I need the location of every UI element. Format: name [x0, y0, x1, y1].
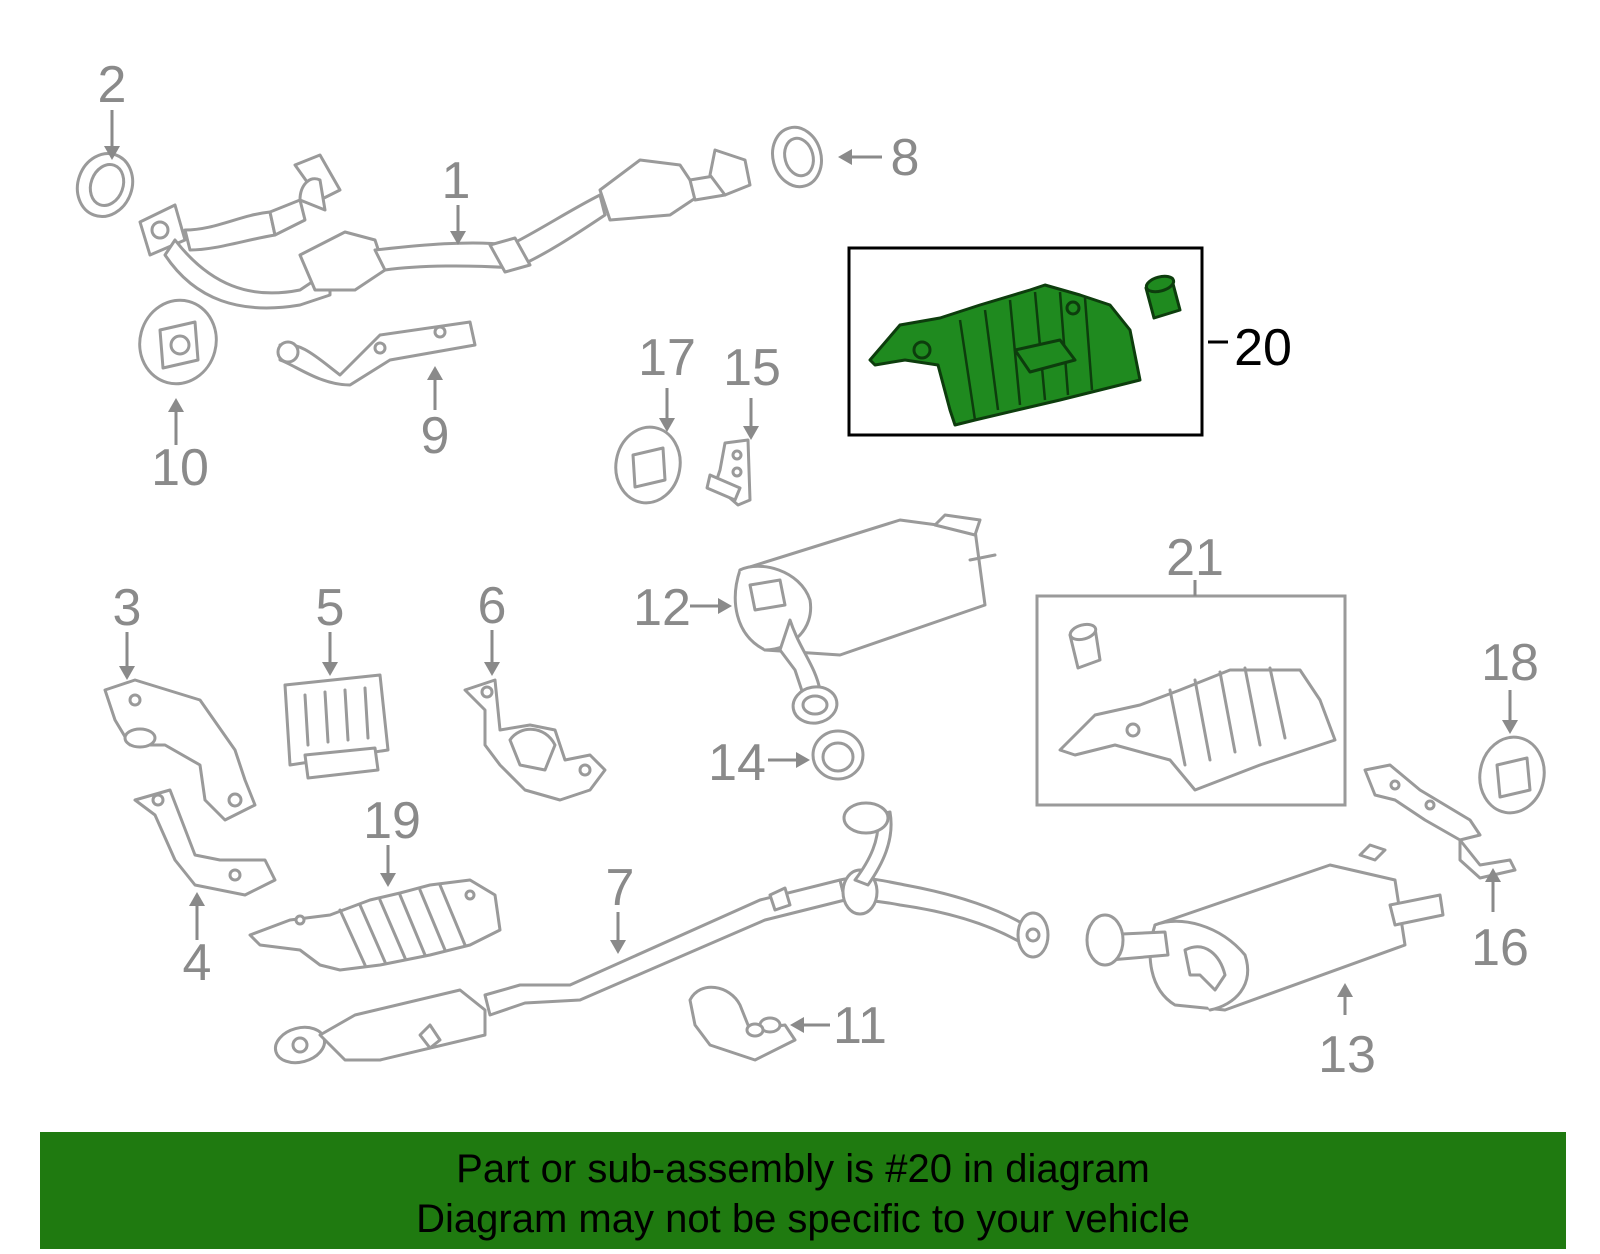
part-6-bracket[interactable] — [463, 678, 607, 802]
part-3-bracket[interactable] — [103, 678, 257, 822]
callout-6: 6 — [478, 577, 507, 635]
leader-lines — [104, 110, 1518, 1033]
callout-numbers: 2 1 8 10 9 17 15 20 12 14 21 18 16 13 3 … — [98, 56, 1539, 1084]
part-16-bracket[interactable] — [1363, 763, 1517, 880]
callout-13: 13 — [1318, 1026, 1376, 1084]
callout-18: 18 — [1481, 634, 1539, 692]
callout-16: 16 — [1471, 919, 1529, 977]
callout-12: 12 — [633, 579, 691, 637]
callout-9: 9 — [421, 407, 450, 465]
part-5-plate[interactable] — [283, 673, 390, 780]
callout-20: 20 — [1234, 319, 1292, 377]
part-20-heat-insulator[interactable] — [847, 246, 1228, 437]
banner-line-part-number: Part or sub-assembly is #20 in diagram — [456, 1147, 1150, 1191]
callout-7: 7 — [606, 859, 635, 917]
callout-1: 1 — [442, 152, 471, 210]
part-10-hanger[interactable] — [130, 292, 225, 393]
callout-11: 11 — [833, 997, 887, 1055]
banner-line-disclaimer: Diagram may not be specific to your vehi… — [416, 1197, 1190, 1241]
part-13-rear-muffler[interactable] — [1085, 843, 1445, 1012]
info-banner: Part or sub-assembly is #20 in diagram D… — [40, 1132, 1566, 1249]
part-11-mount[interactable] — [688, 985, 797, 1062]
part-21-heat-insulator[interactable] — [1035, 594, 1347, 807]
callout-17: 17 — [638, 329, 696, 387]
part-17-hanger[interactable] — [610, 422, 686, 508]
part-19-heat-insulator[interactable] — [248, 878, 502, 972]
callout-5: 5 — [316, 579, 345, 637]
part-7-intermediate-pipe[interactable] — [271, 801, 1050, 1068]
callout-2: 2 — [98, 56, 127, 114]
callout-3: 3 — [113, 579, 142, 637]
part-9-bracket[interactable] — [276, 320, 477, 387]
part-2-gasket[interactable] — [69, 146, 142, 225]
part-14-gasket[interactable] — [811, 729, 865, 781]
callout-8: 8 — [891, 129, 920, 187]
part-4-bracket[interactable] — [133, 788, 277, 897]
part-8-gasket[interactable] — [766, 122, 828, 192]
callout-15: 15 — [723, 339, 781, 397]
callout-21: 21 — [1166, 529, 1224, 587]
callout-14: 14 — [708, 734, 766, 792]
callout-4: 4 — [183, 934, 212, 992]
callout-19: 19 — [363, 792, 421, 850]
part-1-front-pipe[interactable] — [138, 148, 752, 310]
part-12-muffler[interactable] — [733, 513, 997, 727]
callout-10: 10 — [151, 439, 209, 497]
part-15-clip[interactable] — [705, 438, 752, 507]
part-18-hanger[interactable] — [1474, 732, 1550, 818]
